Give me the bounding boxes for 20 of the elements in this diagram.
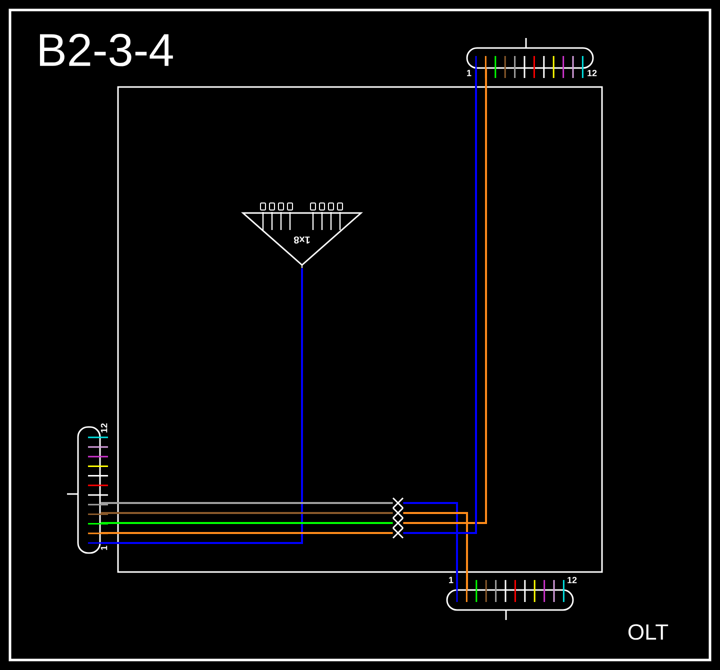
fiber-line	[100, 268, 303, 544]
splice-mark	[392, 517, 404, 529]
fiber-number: 12	[100, 423, 108, 432]
splice-mark	[392, 527, 404, 539]
fiber-number: 12	[588, 70, 597, 76]
splice-mark	[392, 507, 404, 519]
fiber-number: 1	[449, 576, 454, 584]
enclosure-box	[117, 86, 603, 573]
fiber-line	[403, 512, 468, 590]
fiber-number: 12	[568, 576, 577, 584]
fiber-line	[100, 502, 393, 504]
fiber-line	[403, 502, 458, 590]
equipment-label: OLT	[628, 624, 668, 640]
fiber-line	[100, 522, 393, 524]
title: B2-3-4	[40, 34, 173, 66]
fiber-line	[100, 532, 393, 534]
fiber-number: 1	[100, 546, 108, 550]
fiber-number: 1	[467, 70, 472, 76]
splice-mark	[392, 497, 404, 509]
fiber-line	[100, 512, 393, 514]
